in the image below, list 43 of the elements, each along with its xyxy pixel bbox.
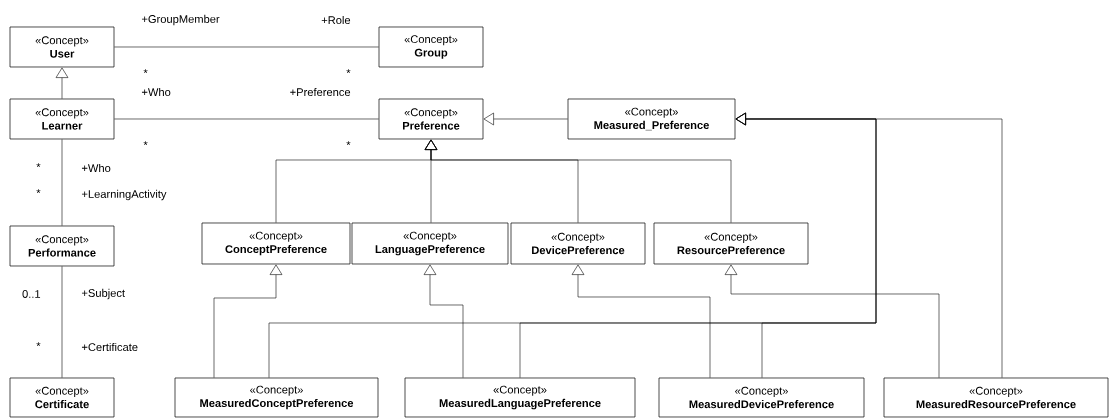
- association-line: [114, 118, 379, 120]
- class-box: «Concept» MeasuredLanguagePreference: [404, 377, 636, 418]
- role-label: +LearningActivity: [81, 189, 167, 201]
- generalization-arrow: [724, 264, 940, 378]
- association-line: [114, 46, 379, 48]
- role-label: *: [346, 69, 351, 74]
- association-line: [61, 139, 63, 226]
- role-label: *: [143, 141, 148, 146]
- role-label: 0..1: [22, 290, 41, 298]
- generalization-arrow: [424, 139, 732, 223]
- class-box: «Concept» Learner: [9, 98, 115, 140]
- role-label: +Preference: [290, 87, 351, 97]
- role-label: *: [36, 163, 41, 168]
- class-box: «Concept» Group: [378, 26, 484, 68]
- class-box: «Concept» DevicePreference: [510, 222, 646, 265]
- class-box: «Concept» LanguagePreference: [351, 222, 509, 265]
- role-label: +Who: [141, 87, 171, 97]
- role-label: *: [36, 189, 41, 194]
- class-box: «Concept» ConceptPreference: [201, 222, 351, 265]
- role-label: *: [36, 342, 41, 347]
- class-box: «Concept» Performance: [9, 225, 115, 267]
- role-label: +Certificate: [81, 342, 138, 352]
- class-box: «Concept» ResourcePreference: [653, 222, 809, 265]
- generalization-arrow: [735, 112, 1003, 378]
- generalization-arrow: [571, 264, 711, 378]
- role-label: +GroupMember: [141, 14, 220, 26]
- class-box: «Concept» User: [9, 26, 115, 68]
- role-label: +Who: [81, 163, 111, 173]
- class-box: «Concept» Measured_Preference: [567, 98, 736, 140]
- class-box: «Concept» Preference: [378, 98, 484, 140]
- class-box: «Concept» MeasuredDevicePreference: [658, 377, 865, 418]
- generalization-arrow: [423, 264, 464, 378]
- association-line: [61, 266, 63, 378]
- generalization-arrow: [55, 67, 69, 99]
- class-box: «Concept» Certificate: [9, 377, 115, 418]
- generalization-arrow: [213, 264, 283, 378]
- role-label: *: [143, 69, 148, 74]
- generalization-arrow: [483, 112, 568, 126]
- role-label: *: [346, 141, 351, 146]
- class-box: «Concept» MeasuredResourcePreference: [883, 377, 1109, 418]
- role-label: +Role: [321, 15, 351, 25]
- role-label: +Subject: [81, 288, 125, 300]
- class-box: «Concept» MeasuredConceptPreference: [174, 377, 379, 418]
